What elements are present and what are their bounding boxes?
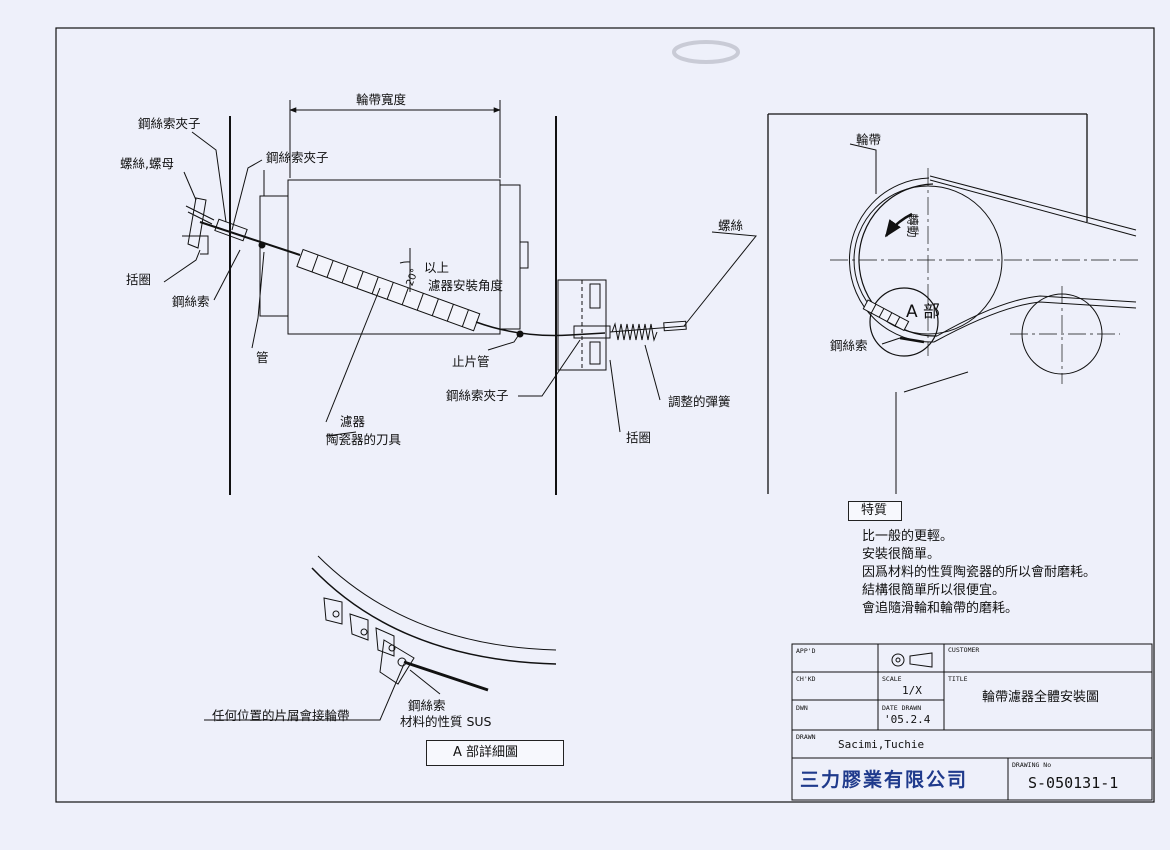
- company-name: 三力膠業有限公司: [800, 769, 969, 791]
- belt-label: 輪帶: [856, 132, 882, 147]
- pipe-label: 管: [256, 350, 269, 365]
- features-heading-box: 特質: [848, 501, 902, 521]
- drawing-title: 輪帶濾器全體安裝圖: [982, 690, 1100, 705]
- drawing-number-label: DRAWING No: [1012, 761, 1052, 769]
- wire-rope-side-label: 鋼絲索: [830, 338, 868, 353]
- chip-note-label: 任何位置的片屑會接輪帶: [212, 708, 350, 723]
- detail-wire-label: 鋼絲索: [408, 698, 446, 713]
- detail-a-title: A 部詳細圖: [453, 745, 519, 760]
- feature-item: 會追隨滑輪和輪帶的磨耗。: [862, 601, 1019, 616]
- dwn-label: DWN: [796, 704, 808, 712]
- collar-right-label: 括圈: [626, 430, 652, 445]
- bolt-nut-label: 螺絲,螺母: [120, 156, 174, 171]
- wire-clip-mid-label: 鋼絲索夾子: [266, 150, 329, 165]
- feature-item: 比一般的更輕。: [862, 529, 954, 544]
- screw-label: 螺絲: [718, 218, 744, 233]
- checked-label: CH'KD: [796, 675, 816, 683]
- filter-angle-label: 濾器安裝角度: [428, 278, 504, 293]
- wire-rope-left-label: 鋼絲索: [172, 294, 210, 309]
- angle-above-label: 以上: [424, 260, 450, 275]
- features-list: 比一般的更輕。 安裝很簡單。 因爲材料的性質陶瓷器的所以會耐磨耗。 結構很簡單所…: [862, 528, 1096, 618]
- approved-label: APP'D: [796, 647, 816, 655]
- part-a-label: A 部: [906, 302, 941, 322]
- scale-value: 1/X: [902, 684, 922, 697]
- date-label: DATE DRAWN: [882, 704, 922, 712]
- feature-item: 結構很簡單所以很便宜。: [862, 583, 1006, 598]
- stop-pipe-label: 止片管: [452, 354, 490, 369]
- drawn-label: DRAWN: [796, 733, 816, 741]
- belt-width-label: 輪帶寬度: [356, 92, 407, 107]
- title-label: TITLE: [948, 675, 968, 683]
- feature-item: 安裝很簡單。: [862, 547, 941, 562]
- adjust-spring-label: 調整的彈簧: [668, 394, 731, 409]
- rotation-label: 轉動: [905, 213, 920, 238]
- detail-a-title-box: A 部詳細圖: [426, 740, 564, 766]
- collar-left-label: 括圈: [126, 272, 152, 287]
- wire-clip-bottom-label: 鋼絲索夾子: [446, 388, 509, 403]
- wire-clip-top-label: 鋼絲索夾子: [138, 116, 201, 131]
- scale-label: SCALE: [882, 675, 902, 683]
- drawing-number: S-050131-1: [1028, 774, 1119, 792]
- material-label: 材料的性質 SUS: [400, 714, 492, 729]
- filter-label: 濾器: [340, 414, 366, 429]
- customer-label: CUSTOMER: [948, 646, 980, 654]
- ceramic-blade-label: 陶瓷器的刀具: [326, 432, 402, 447]
- feature-item: 因爲材料的性質陶瓷器的所以會耐磨耗。: [862, 565, 1097, 580]
- date-value: '05.2.4: [884, 713, 931, 726]
- features-heading: 特質: [861, 503, 888, 518]
- drawn-by-value: Sacimi,Tuchie: [838, 738, 925, 751]
